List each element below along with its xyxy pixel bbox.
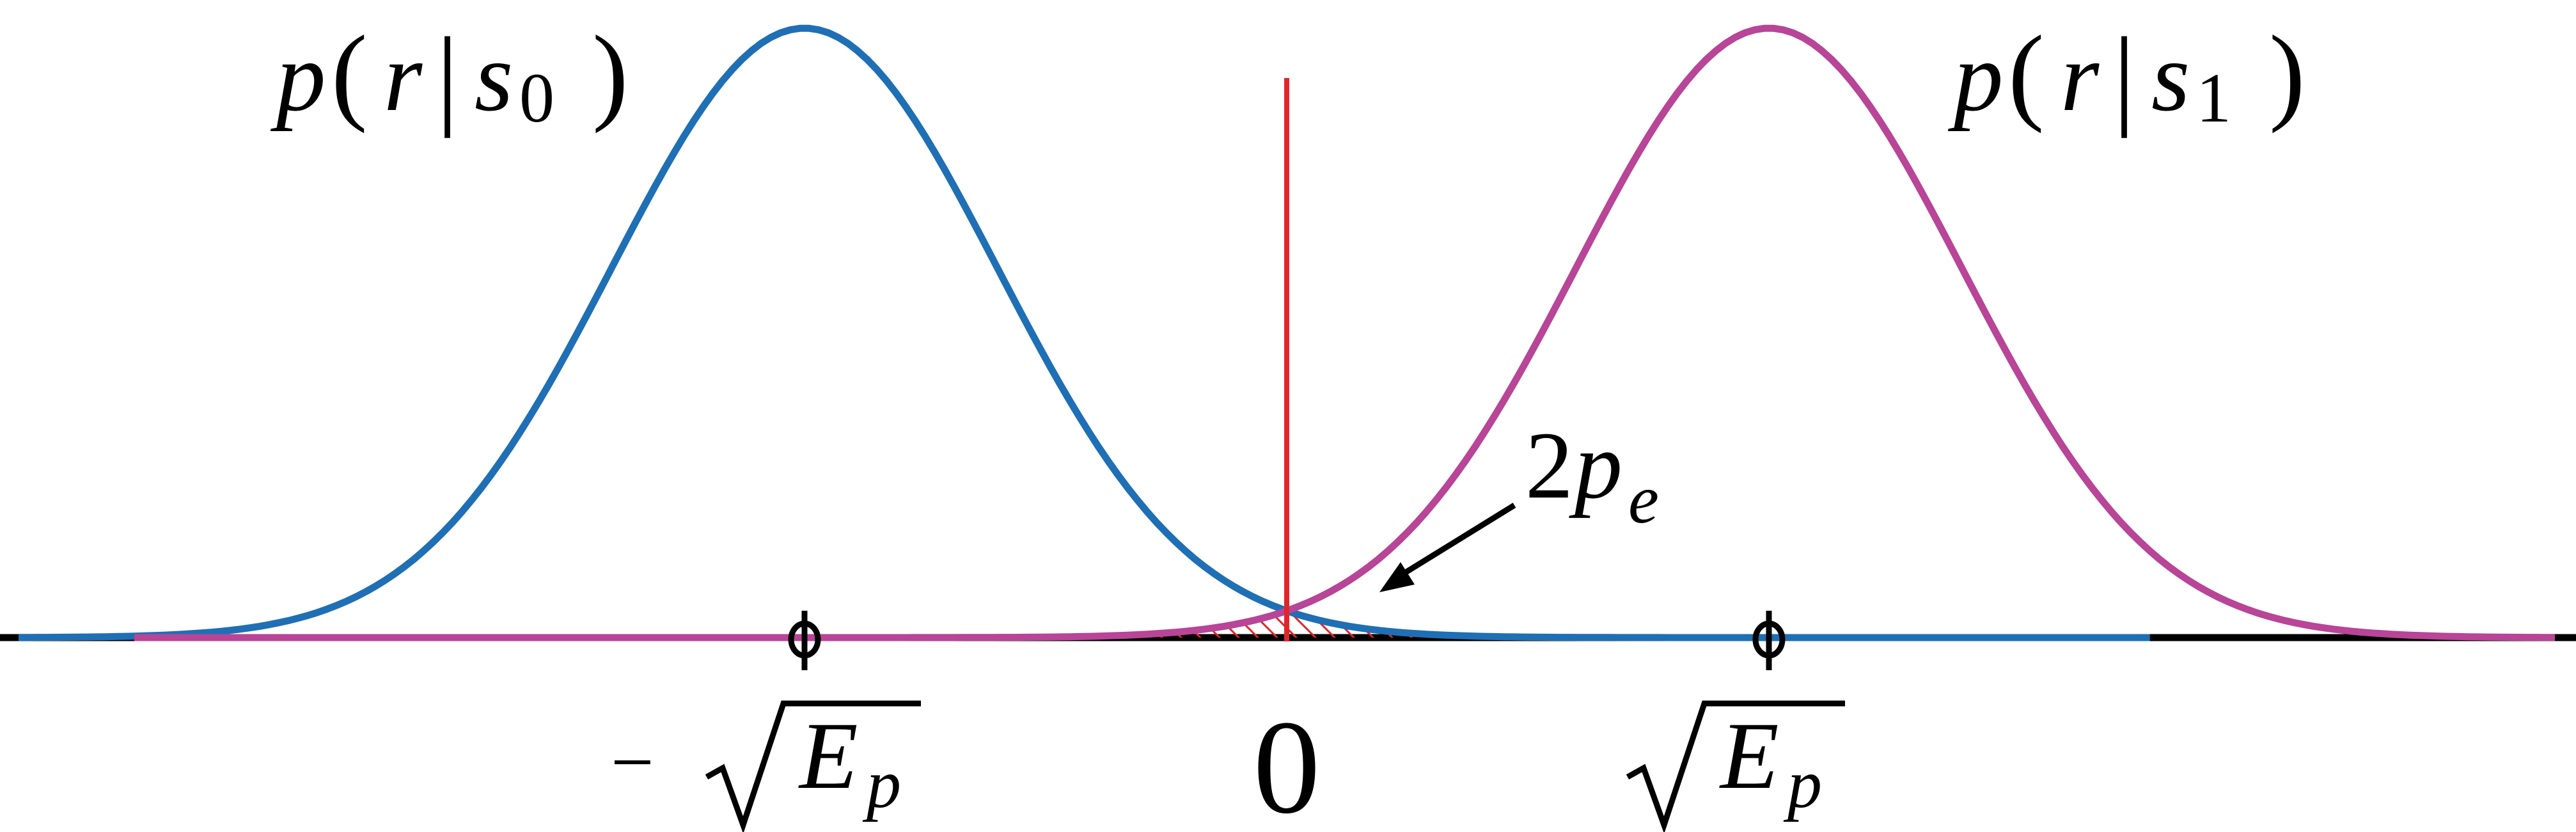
error-label-arrow <box>1379 503 1516 592</box>
label-s1-r: r <box>2061 22 2100 132</box>
pdf-curve-s1 <box>134 24 2556 641</box>
hatch-line <box>1195 611 1300 638</box>
hatch-line <box>1444 611 1504 638</box>
hatch-line <box>1541 537 1644 640</box>
label-s1-bar: | <box>2113 14 2135 138</box>
tick-label-minus-sign: − <box>611 719 654 805</box>
hatch-line <box>1482 611 1504 638</box>
radical-sign-left <box>705 700 921 832</box>
hatch-line <box>1406 611 1504 638</box>
tick-label-zero: 0 <box>1253 693 1321 832</box>
tick-label-right-subscript: p <box>1783 746 1822 822</box>
hatch-line <box>1522 537 1624 640</box>
tick-label-sqrt-ep: E p <box>1626 700 1845 832</box>
hatch-line <box>1175 611 1280 638</box>
pdf-curve-s0 <box>18 24 2150 641</box>
hatch-line <box>1118 611 1223 638</box>
error-label-subscript: e <box>1628 462 1659 538</box>
hatch-line <box>1502 611 1504 638</box>
label-s0-p: p <box>270 22 326 132</box>
error-probability-label: 2 p e <box>1525 412 1659 538</box>
error-label-p: p <box>1569 412 1622 519</box>
error-label-coefficient: 2 <box>1525 412 1573 519</box>
label-s1-s: s <box>2151 22 2190 132</box>
tick-mark-left <box>788 611 821 670</box>
label-s0-r: r <box>384 22 423 132</box>
curve-label-s1: p ( r | s 1 ) <box>1947 13 2305 138</box>
label-s1-p: p <box>1947 22 2004 132</box>
label-s1-subscript: 1 <box>2196 59 2231 137</box>
label-s1-open-paren: ( <box>2008 13 2045 134</box>
tick-mark-right <box>1752 611 1786 670</box>
curve-label-s0: p ( r | s 0 ) <box>270 13 629 138</box>
radical-sign-right <box>1626 700 1845 832</box>
tick-label-left-radicand: E <box>798 703 858 809</box>
hatch-line <box>1463 611 1504 638</box>
tick-label-left-subscript: p <box>862 746 901 822</box>
label-s0-close-paren: ) <box>592 13 629 134</box>
label-s0-subscript: 0 <box>519 59 554 137</box>
hatch-line <box>1214 611 1319 638</box>
hatch-line <box>1560 537 1663 640</box>
hatch-line <box>1069 611 1165 638</box>
tick-label-right-radicand: E <box>1719 703 1779 809</box>
label-s0-open-paren: ( <box>331 13 368 134</box>
label-s0-bar: | <box>436 14 459 138</box>
hatch-line <box>1069 611 1146 638</box>
label-s0-s: s <box>475 22 513 132</box>
hatch-line <box>1069 611 1127 638</box>
tick-label-negative-sqrt-ep: − E p <box>611 700 921 832</box>
hatch-line <box>1080 611 1184 638</box>
label-s1-close-paren: ) <box>2269 13 2305 134</box>
